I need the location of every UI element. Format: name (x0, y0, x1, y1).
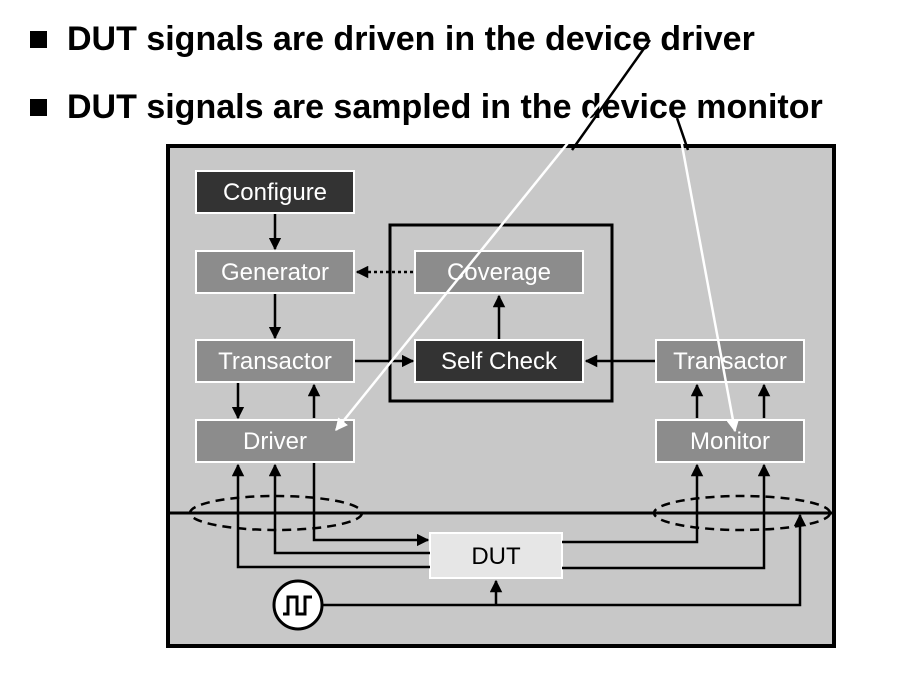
generator-label: Generator (221, 259, 329, 286)
pointer-origin-driver (570, 39, 652, 151)
transactor-left-block: Transactor (195, 339, 355, 383)
pointer-line-driver (335, 49, 644, 431)
configure-label: Configure (223, 179, 327, 206)
pointer-origin-monitor (675, 117, 690, 151)
driver-block: Driver (195, 419, 355, 463)
signal-dut-to-monitor-a (562, 463, 704, 544)
signal-driver-to-dut (312, 463, 430, 547)
driver-label: Driver (243, 428, 307, 455)
clock-waveform-icon (272, 579, 324, 631)
bullet-item-monitor: DUT signals are sampled in the device mo… (30, 88, 823, 127)
monitor-interface-ellipse (652, 494, 832, 532)
self-check-label: Self Check (441, 348, 558, 375)
bullet-text-monitor: DUT signals are sampled in the device mo… (67, 88, 823, 126)
bullet-square-icon (30, 31, 47, 48)
driver-interface-ellipse (188, 494, 364, 532)
signal-dut-to-driver-b (268, 463, 430, 555)
transactor-right-block: Transactor (655, 339, 805, 383)
transactor-left-label: Transactor (218, 348, 332, 375)
clock-to-monitor (320, 513, 807, 607)
configure-block: Configure (195, 170, 355, 214)
bullet-square-icon (30, 99, 47, 116)
coverage-block: Coverage (414, 250, 584, 294)
generator-block: Generator (195, 250, 355, 294)
monitor-block: Monitor (655, 419, 805, 463)
dut-label: DUT (471, 543, 521, 570)
transactor-right-label: Transactor (673, 348, 787, 375)
signal-dut-to-monitor-b (562, 463, 771, 570)
pointer-line-monitor (675, 117, 740, 433)
monitor-label: Monitor (690, 428, 770, 455)
dut-block: DUT (429, 532, 563, 579)
self-check-block: Self Check (414, 339, 584, 383)
